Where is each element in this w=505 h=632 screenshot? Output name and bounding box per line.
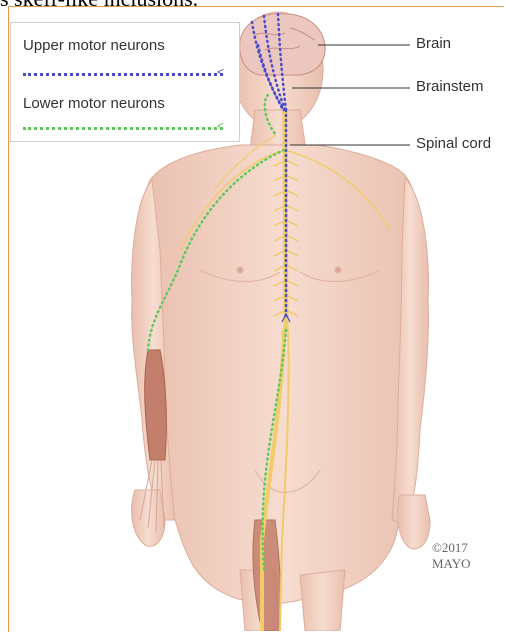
copyright-org: MAYO (432, 556, 471, 572)
legend-box: Upper motor neurons < Lower motor neuron… (10, 22, 240, 142)
legend-lower-swatch (23, 127, 223, 130)
legend-upper-label: Upper motor neurons (23, 37, 165, 54)
copyright-mark: ©2017 MAYO (432, 540, 471, 572)
spinal-cord-label: Spinal cord (416, 135, 491, 152)
copyright-year: ©2017 (432, 540, 471, 556)
legend-upper-arrow-icon: < (217, 65, 224, 79)
legend-lower-label: Lower motor neurons (23, 95, 165, 112)
forearm-muscle (145, 350, 167, 460)
brain-label: Brain (416, 35, 451, 52)
legend-upper-swatch (23, 73, 223, 76)
brainstem-label: Brainstem (416, 78, 484, 95)
legend-lower-arrow-icon: < (217, 119, 224, 133)
